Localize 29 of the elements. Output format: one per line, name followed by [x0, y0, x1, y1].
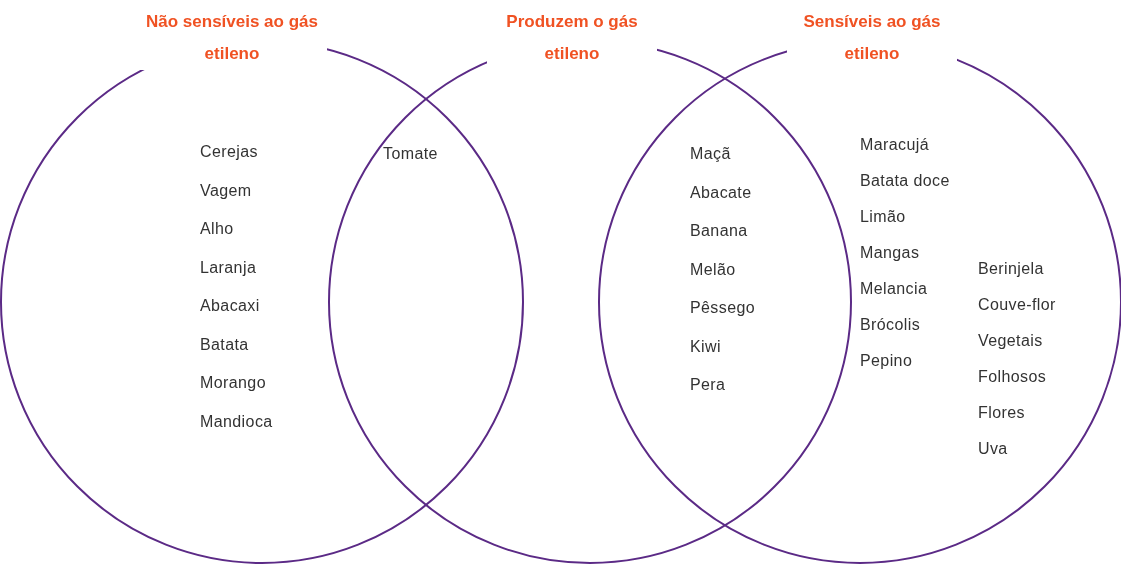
item-label: Laranja: [200, 257, 257, 278]
item-label: Pepino: [860, 351, 913, 371]
item-label: Folhosos: [978, 367, 1047, 387]
item-label: Couve-flor: [978, 295, 1056, 315]
item-label: Limão: [860, 207, 906, 227]
item-label: Vegetais: [978, 331, 1043, 351]
item-label: Batata doce: [860, 171, 950, 191]
item-label: Morango: [200, 373, 266, 393]
item-label: Pera: [690, 375, 726, 395]
item-label: Mandioca: [200, 411, 273, 432]
item-label: Batata: [200, 334, 249, 355]
item-label: Kiwi: [690, 336, 721, 357]
item-label: Uva: [978, 439, 1008, 459]
item-label: Cerejas: [200, 142, 258, 162]
item-label: Melão: [690, 259, 736, 280]
item-label: Alho: [200, 219, 234, 239]
item-label: Mangas: [860, 243, 920, 263]
item-label: Pêssego: [690, 298, 756, 318]
item-label: Vagem: [200, 180, 252, 201]
item-label: Flores: [978, 403, 1025, 423]
item-label: Maracujá: [860, 135, 929, 155]
item-label: Banana: [690, 221, 748, 241]
item-label: Tomate: [383, 144, 438, 164]
item-label: Berinjela: [978, 259, 1044, 279]
item-label: Brócolis: [860, 315, 921, 335]
item-label: Abacate: [690, 182, 752, 203]
item-label: Melancia: [860, 279, 928, 299]
item-label: Abacaxi: [200, 296, 260, 316]
item-label: Maçã: [690, 144, 731, 164]
